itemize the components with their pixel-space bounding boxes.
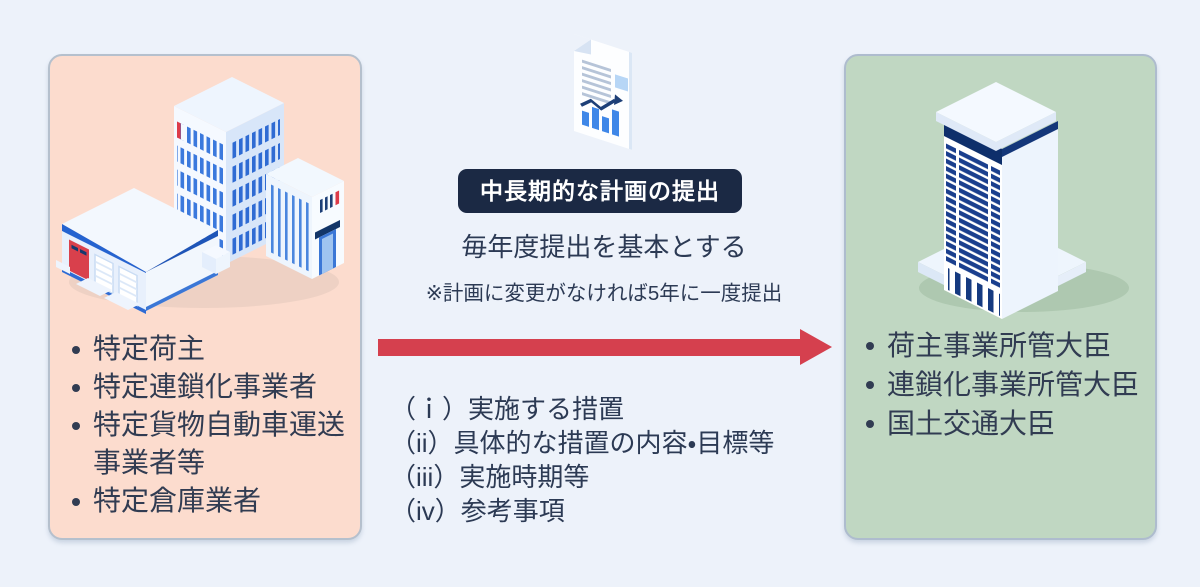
list-item: 特定連鎖化事業者 (72, 368, 354, 406)
plan-note: ※計画に変更がなければ5年に一度提出 (425, 282, 783, 305)
bullet-icon (72, 422, 80, 430)
operators-box: 特定荷主 特定連鎖化事業者 特定貨物自動車運送事業者等 特定倉庫業者 (48, 54, 362, 540)
bullet-icon (866, 381, 874, 389)
list-item-label: 特定貨物自動車運送事業者等 (93, 409, 346, 478)
ministers-list: 荷主事業所管大臣 連鎖化事業所管大臣 国土交通大臣 (866, 326, 1152, 443)
list-item: 国土交通大臣 (866, 404, 1152, 443)
warehouse (56, 188, 230, 314)
red-right-arrow (378, 339, 802, 356)
list-item: 特定貨物自動車運送事業者等 (72, 406, 354, 482)
bullet-icon (866, 342, 874, 350)
plan-title-badge-label: 中長期的な計画の提出 (458, 169, 742, 213)
document-chart-icon (574, 34, 632, 150)
list-item-label: 特定倉庫業者 (93, 485, 262, 516)
ministers-box: 荷主事業所管大臣 連鎖化事業所管大臣 国土交通大臣 (844, 54, 1157, 540)
plan-subtitle: 毎年度提出を基本とする (461, 232, 747, 262)
bullet-icon (72, 384, 80, 392)
list-item: 連鎖化事業所管大臣 (866, 365, 1152, 404)
annex-building (266, 158, 344, 279)
red-right-arrow-head (800, 329, 832, 365)
list-item: 特定倉庫業者 (72, 482, 354, 520)
operators-list: 特定荷主 特定連鎖化事業者 特定貨物自動車運送事業者等 特定倉庫業者 (72, 330, 354, 520)
plan-item: （iii）実施時期等 (390, 462, 590, 492)
list-item-label: 特定荷主 (93, 333, 206, 364)
list-item-label: 荷主事業所管大臣 (887, 330, 1112, 361)
list-item-label: 連鎖化事業所管大臣 (887, 369, 1140, 400)
list-item-label: 国土交通大臣 (887, 408, 1056, 439)
list-item: 特定荷主 (72, 330, 354, 368)
plan-item: （ii）具体的な措置の内容・目標等 (390, 428, 775, 458)
government-tower-illustration (918, 82, 1129, 319)
bullet-icon (866, 420, 874, 428)
bullet-icon (72, 346, 80, 354)
plan-title-badge: 中長期的な計画の提出 (0, 169, 1200, 213)
warehouse-and-office-buildings-illustration (56, 77, 344, 314)
list-item: 荷主事業所管大臣 (866, 326, 1152, 365)
plan-item: （iv）参考事項 (390, 496, 565, 526)
bullet-icon (72, 498, 80, 506)
plan-contents-list: （ｉ）実施する措置 （ii）具体的な措置の内容・目標等 （iii）実施時期等 （… (390, 392, 835, 528)
list-item-label: 特定連鎖化事業者 (93, 371, 318, 402)
plan-item: （ｉ）実施する措置 (390, 394, 625, 424)
